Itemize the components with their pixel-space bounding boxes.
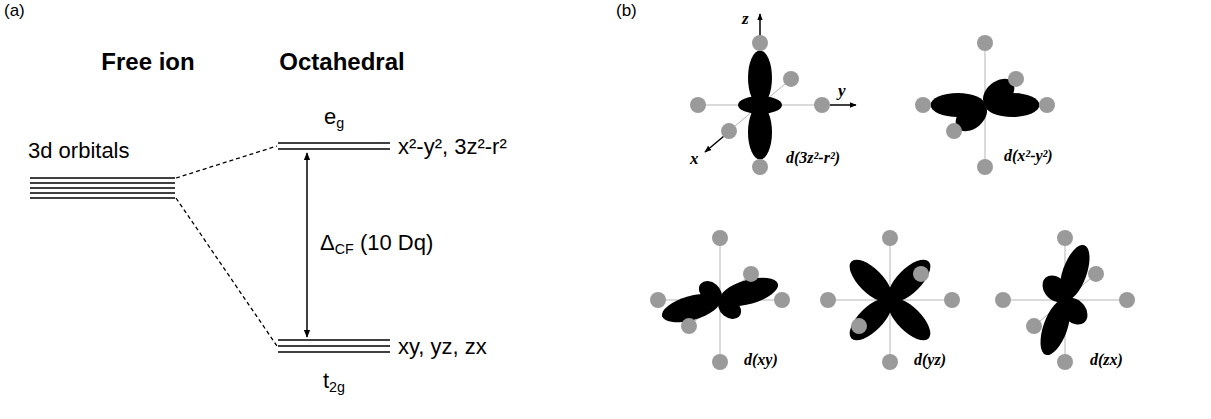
octahedron: [995, 230, 1135, 370]
splitting-arrow: [306, 153, 308, 337]
t2g-levels: [278, 340, 390, 352]
ligand-atom: [913, 266, 929, 282]
axis-label: x: [690, 150, 699, 167]
energy-level: [278, 339, 390, 341]
ligand-atom: [1057, 230, 1073, 246]
energy-level: [30, 177, 175, 179]
ligand-atom: [1057, 354, 1073, 370]
column-heading: Octahedral: [279, 50, 404, 74]
level-label: 3d orbitals: [28, 140, 130, 162]
symmetry-label: eg: [324, 106, 344, 131]
axis-label: y: [838, 82, 846, 99]
energy-level: [30, 197, 175, 199]
orbital-label: d(zx): [1090, 352, 1123, 368]
axis-arrow: [705, 136, 724, 152]
orbital-lobe: [843, 292, 899, 348]
ligand-atom: [977, 159, 993, 175]
energy-level: [30, 192, 175, 194]
panel-letter: (a): [4, 2, 25, 19]
eg-levels: [278, 143, 390, 149]
orbital-label: d(yz): [914, 352, 946, 368]
ligand-atom: [915, 97, 931, 113]
energy-level: [278, 345, 390, 347]
ligand-atom: [721, 123, 737, 139]
dashed-guide: [176, 146, 277, 178]
ligand-atom: [977, 35, 993, 51]
orbital-drawings: [650, 35, 1135, 370]
ligand-atom: [774, 292, 790, 308]
dashed-guide: [176, 198, 277, 346]
energy-level: [278, 351, 390, 353]
orbital-lobe: [843, 253, 899, 309]
ligand-atom: [752, 159, 768, 175]
ligand-atom: [946, 123, 962, 139]
octahedron: [820, 230, 960, 370]
orbital-lobe: [930, 93, 985, 117]
column-heading: Free ion: [101, 50, 194, 74]
ligand-atom: [820, 292, 836, 308]
ligand-atom: [752, 35, 768, 51]
ligand-atom: [1039, 97, 1055, 113]
energy-level: [278, 142, 390, 144]
panel-letter: (b): [616, 2, 637, 19]
octahedron: [650, 230, 790, 370]
orbital-label: d(3z²-r²): [786, 150, 840, 166]
orbital-label: d(xy): [744, 352, 778, 368]
orbital-torus: [738, 96, 782, 114]
ligand-atom: [882, 354, 898, 370]
ligand-atom: [681, 318, 697, 334]
ligand-atom: [1008, 71, 1024, 87]
orbital-label: d(x²-y²): [1004, 148, 1053, 164]
ligand-atom: [1088, 266, 1104, 282]
ligand-atom: [650, 292, 666, 308]
symmetry-label: t2g: [323, 370, 345, 395]
orbital-list: xy, yz, zx: [398, 336, 487, 358]
energy-level: [30, 187, 175, 189]
orbital-list: x²-y², 3z²-r²: [398, 136, 507, 158]
splitting-label: ΔCF (10 Dq): [320, 232, 433, 257]
ligand-atom: [1026, 318, 1042, 334]
free-ion-levels: [30, 178, 175, 198]
ligand-atom: [995, 292, 1011, 308]
axis-arrow: [830, 104, 856, 106]
ligand-atom: [712, 230, 728, 246]
ligand-atom: [743, 266, 759, 282]
ligand-atom: [1119, 292, 1135, 308]
ligand-atom: [851, 318, 867, 334]
octahedron: [915, 35, 1055, 175]
ligand-atom: [712, 354, 728, 370]
ligand-atom: [882, 230, 898, 246]
energy-level: [278, 148, 390, 150]
ligand-atom: [814, 97, 830, 113]
axis-label: z: [742, 10, 749, 27]
orbital-lobe: [985, 93, 1040, 117]
energy-level: [30, 182, 175, 184]
ligand-atom: [783, 71, 799, 87]
axis-arrow: [759, 14, 761, 37]
ligand-atom: [944, 292, 960, 308]
ligand-atom: [690, 97, 706, 113]
